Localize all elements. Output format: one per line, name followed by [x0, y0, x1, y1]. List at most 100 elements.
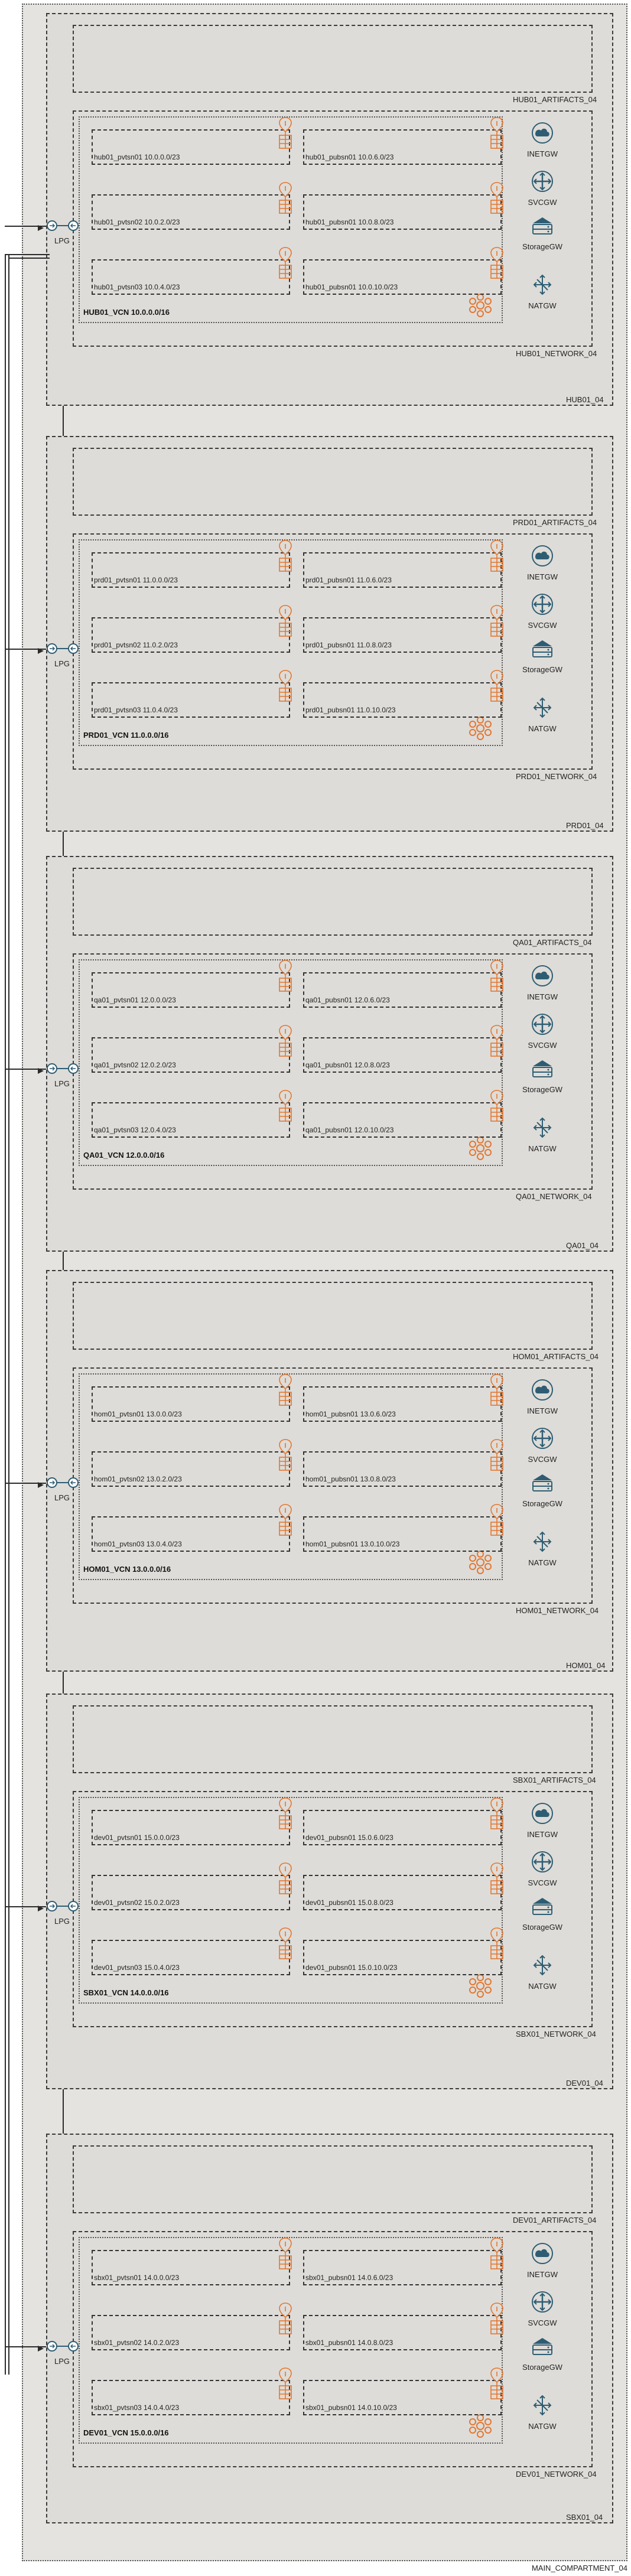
subnet-security-icon	[277, 1089, 294, 1128]
subnet-box	[92, 1386, 290, 1422]
internet-gateway-icon	[531, 1378, 554, 1405]
storage-gateway-icon	[531, 1894, 554, 1921]
subnet-box	[92, 1516, 290, 1552]
compartment-label: HOM01_04	[566, 1661, 606, 1670]
subnet-label: hom01_pubsn01 13.0.8.0/23	[305, 1475, 396, 1483]
artifacts-label: DEV01_ARTIFACTS_04	[513, 2216, 597, 2225]
subnet-security-icon	[489, 1503, 505, 1542]
internet-gateway-icon	[531, 964, 554, 991]
subnet-box	[92, 1451, 290, 1487]
subnet-label: qa01_pvtsn03 12.0.4.0/23	[94, 1126, 176, 1134]
subnet-security-icon	[277, 181, 294, 220]
internet-gateway-icon	[531, 1802, 554, 1828]
subnet-label: hub01_pubsn01 10.0.6.0/23	[305, 153, 394, 161]
compartment-link-line	[63, 406, 64, 436]
subnet-label: dev01_pvtsn03 15.0.4.0/23	[94, 1963, 180, 1972]
subnet-box	[303, 1037, 502, 1073]
nat-gateway-icon	[531, 1530, 554, 1556]
lpg-trunk-line-b	[8, 254, 9, 2375]
artifacts-box	[73, 1282, 593, 1350]
subnet-box	[92, 1037, 290, 1073]
lpg-connector-line	[5, 1906, 46, 1907]
arrowhead-icon	[38, 1066, 44, 1077]
subnet-label: sbx01_pubsn01 14.0.8.0/23	[305, 2339, 393, 2347]
service-gateway-icon	[531, 2290, 554, 2317]
gateway-label: NATGW	[528, 1982, 557, 1991]
subnet-box	[92, 1940, 290, 1975]
lpg-trunk-top-b	[8, 258, 50, 259]
subnet-box	[303, 1940, 502, 1975]
network-label: HUB01_NETWORK_04	[516, 349, 597, 358]
lpg-icon	[43, 1476, 84, 1492]
artifacts-box	[73, 1705, 593, 1773]
compartment-label: DEV01_04	[566, 2079, 603, 2087]
subnet-security-icon	[277, 2237, 294, 2275]
subnet-label: hom01_pvtsn02 13.0.2.0/23	[94, 1475, 182, 1483]
arrowhead-icon	[38, 223, 44, 234]
subnet-label: hub01_pubsn01 10.0.8.0/23	[305, 218, 394, 226]
vcn-icon	[467, 2413, 493, 2442]
subnet-box	[303, 1451, 502, 1487]
lpg-connector-line	[5, 226, 46, 227]
subnet-security-icon	[489, 669, 505, 708]
subnet-box	[303, 2250, 502, 2285]
subnet-box	[303, 194, 502, 230]
network-label: HOM01_NETWORK_04	[516, 1606, 599, 1615]
vcn-box	[79, 116, 503, 323]
gateway-label: StorageGW	[522, 1923, 562, 1932]
subnet-label: hub01_pvtsn02 10.0.2.0/23	[94, 218, 180, 226]
subnet-box	[92, 972, 290, 1008]
subnet-security-icon	[277, 1373, 294, 1412]
storage-gateway-icon	[531, 1057, 554, 1083]
subnet-label: qa01_pvtsn02 12.0.2.0/23	[94, 1061, 176, 1069]
gateway-label: StorageGW	[522, 2363, 562, 2372]
gateway-label: NATGW	[528, 724, 557, 733]
subnet-box	[303, 552, 502, 588]
storage-gateway-icon	[531, 637, 554, 663]
subnet-security-icon	[277, 1503, 294, 1542]
subnet-box	[303, 617, 502, 653]
subnet-box	[303, 1516, 502, 1552]
storage-gateway-icon	[531, 2334, 554, 2361]
subnet-label: qa01_pubsn01 12.0.8.0/23	[305, 1061, 390, 1069]
gateway-label: StorageGW	[522, 1085, 562, 1094]
subnet-label: qa01_pubsn01 12.0.10.0/23	[305, 1126, 394, 1134]
artifacts-box	[73, 448, 593, 516]
lpg-label: LPG	[54, 1493, 70, 1502]
gateway-label: StorageGW	[522, 665, 562, 674]
lpg-label: LPG	[54, 2357, 70, 2366]
subnet-security-icon	[489, 539, 505, 578]
subnet-box	[303, 1810, 502, 1845]
subnet-security-icon	[489, 2237, 505, 2275]
lpg-icon	[43, 2340, 84, 2356]
subnet-box	[92, 1875, 290, 1910]
subnet-security-icon	[277, 2302, 294, 2340]
compartment-link-line	[63, 1252, 64, 1270]
nat-gateway-icon	[531, 696, 554, 722]
vcn-box	[79, 2237, 503, 2444]
vcn-label: SBX01_VCN 14.0.0.0/16	[83, 1988, 169, 1997]
vcn-icon	[467, 292, 493, 321]
subnet-security-icon	[489, 1373, 505, 1412]
subnet-label: hom01_pubsn01 13.0.6.0/23	[305, 1410, 396, 1418]
subnet-label: sbx01_pvtsn03 14.0.4.0/23	[94, 2404, 180, 2412]
lpg-connector-line	[5, 1483, 46, 1484]
vcn-box	[79, 539, 503, 746]
subnet-box	[92, 259, 290, 295]
network-label: PRD01_NETWORK_04	[516, 772, 597, 781]
lpg-icon	[43, 1062, 84, 1078]
subnet-label: prd01_pvtsn02 11.0.2.0/23	[94, 641, 178, 649]
gateway-label: SVCGW	[528, 621, 557, 630]
nat-gateway-icon	[531, 1953, 554, 1980]
subnet-box	[92, 129, 290, 165]
subnet-box	[92, 2315, 290, 2350]
gateway-label: SVCGW	[528, 1455, 557, 1464]
vcn-label: HOM01_VCN 13.0.0.0/16	[83, 1565, 171, 1574]
gateway-label: INETGW	[527, 149, 558, 158]
subnet-label: hub01_pvtsn01 10.0.0.0/23	[94, 153, 180, 161]
subnet-label: prd01_pubsn01 11.0.6.0/23	[305, 576, 392, 584]
subnet-box	[303, 259, 502, 295]
subnet-security-icon	[277, 116, 294, 155]
subnet-label: sbx01_pubsn01 14.0.10.0/23	[305, 2404, 397, 2412]
vcn-icon	[467, 1549, 493, 1578]
